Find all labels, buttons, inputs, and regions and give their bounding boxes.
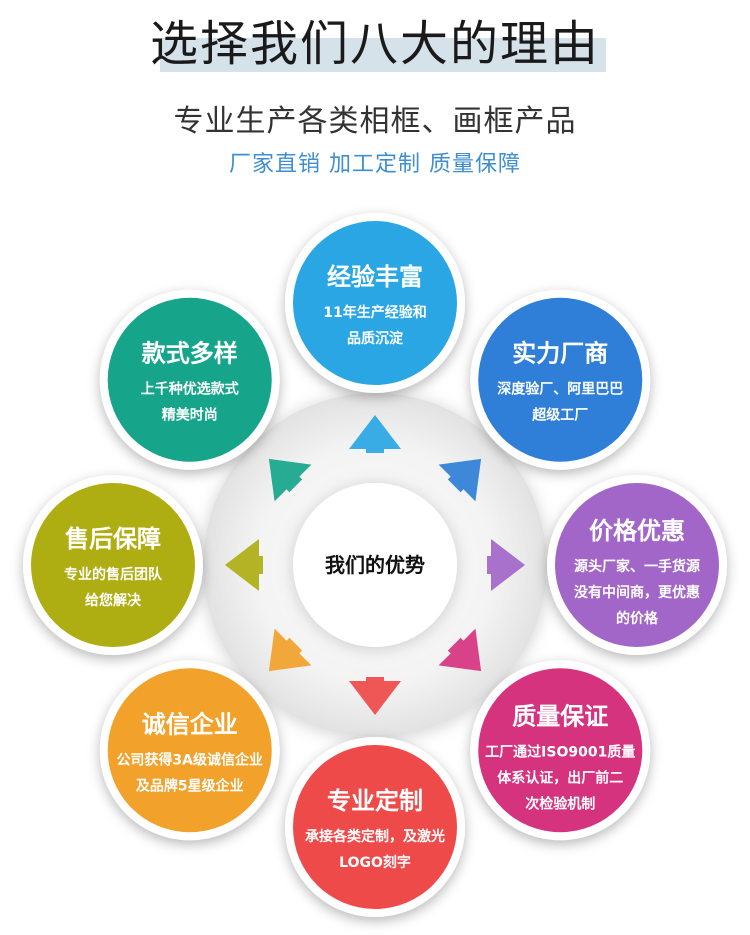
node-description-line: 超级工厂 <box>531 407 588 424</box>
node-fill <box>478 297 643 462</box>
node-description-line: 体系认证，出厂前二 <box>497 769 623 786</box>
node-description-line: 11年生产经验和 <box>323 304 426 321</box>
node-description-line: LOGO刻字 <box>339 854 411 871</box>
node-title: 价格优惠 <box>589 517 685 545</box>
node-fill <box>293 745 457 909</box>
node-description-line: 的价格 <box>616 610 659 627</box>
center-circle <box>293 483 457 647</box>
node-description-line: 承接各类定制，及激光 <box>305 828 445 845</box>
center-label: 我们的优势 <box>325 553 425 577</box>
node-fill <box>555 483 719 647</box>
node-title: 经验丰富 <box>327 263 423 291</box>
node-title: 实力厂商 <box>512 340 608 368</box>
arrow-left-icon <box>225 539 263 591</box>
node-title: 质量保证 <box>512 702 608 730</box>
arrow-down-right-icon <box>438 628 482 672</box>
node-description-line: 品质沉淀 <box>347 330 404 347</box>
node-description-line: 次检验机制 <box>525 795 595 812</box>
node-description-line: 深度验厂、阿里巴巴 <box>497 381 623 398</box>
title-underline-bar <box>160 38 606 72</box>
page-tagline: 厂家直销 加工定制 质量保障 <box>229 152 521 177</box>
node-title: 专业定制 <box>327 787 423 815</box>
node-fill <box>107 297 272 462</box>
node-description-line: 给您解决 <box>85 592 142 609</box>
node-fill <box>31 483 195 647</box>
node-description-line: 精美时尚 <box>162 407 218 424</box>
node-description-line: 公司获得3A级诚信企业 <box>116 751 263 768</box>
page-title: 选择我们八大的理由 <box>149 16 600 72</box>
node-description-line: 专业的售后团队 <box>64 566 163 583</box>
node-title: 诚信企业 <box>142 710 238 738</box>
node-fill <box>293 221 457 385</box>
node-fill <box>478 668 643 833</box>
arrow-down-icon <box>349 677 401 715</box>
arrow-up-icon <box>349 415 401 453</box>
node-title: 款式多样 <box>142 340 238 368</box>
node-description-line: 工厂通过ISO9001质量 <box>485 743 635 760</box>
title-block: 选择我们八大的理由 <box>0 0 750 80</box>
arrow-up-right-icon <box>438 458 482 502</box>
arrow-down-left-icon <box>268 628 312 672</box>
node-description-line: 上千种优选款式 <box>141 381 239 398</box>
page-subtitle: 专业生产各类相框、画框产品 <box>173 104 577 139</box>
node-description-line: 及品牌5星级企业 <box>136 777 244 794</box>
arrow-up-left-icon <box>268 458 312 502</box>
node-description-line: 源头厂家、一手货源 <box>574 558 700 575</box>
node-title: 售后保障 <box>65 525 161 553</box>
node-description-line: 没有中间商，更优惠 <box>574 584 700 601</box>
arrow-right-icon <box>487 539 525 591</box>
node-fill <box>107 668 272 833</box>
